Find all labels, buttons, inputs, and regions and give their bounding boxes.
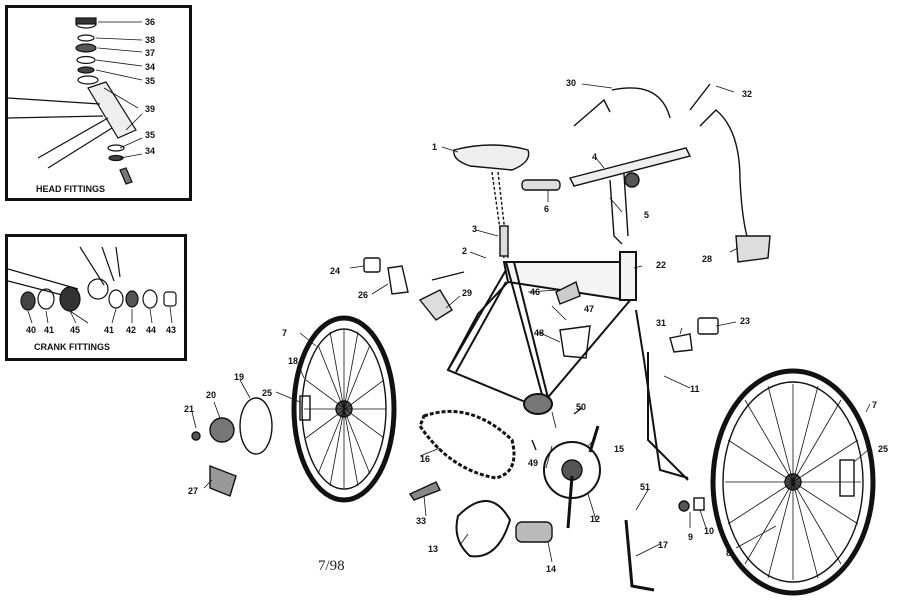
callout-bolt-51: 51 bbox=[640, 482, 650, 492]
head-fittings-title: HEAD FITTINGS bbox=[36, 184, 105, 194]
crank-fittings-inset: 40 41 45 41 42 44 43 CRANK FITTINGS bbox=[5, 234, 187, 361]
callout-nut: 9 bbox=[688, 532, 693, 542]
callout-spoke-protector: 19 bbox=[234, 372, 244, 382]
front-wheel bbox=[710, 368, 876, 596]
callout-hub: 8 bbox=[726, 548, 731, 558]
callout-crank-arm: 15 bbox=[614, 444, 624, 454]
head-callout: 39 bbox=[145, 104, 155, 114]
callout-bracket-31: 31 bbox=[656, 318, 666, 328]
head-callout: 36 bbox=[145, 17, 155, 27]
head-callout: 34 bbox=[145, 146, 155, 156]
head-callout: 34 bbox=[145, 62, 155, 72]
callout-shifter: 33 bbox=[416, 516, 426, 526]
callout-rear-brake-bracket: 26 bbox=[358, 290, 368, 300]
crank-callout: 45 bbox=[70, 325, 80, 335]
callout-rear-wheel: 7 bbox=[282, 328, 287, 338]
head-callout: 38 bbox=[145, 35, 155, 45]
seat bbox=[453, 144, 530, 171]
handlebar bbox=[568, 147, 692, 187]
callout-seat: 1 bbox=[432, 142, 437, 152]
chain bbox=[418, 409, 516, 480]
callout-grip: 6 bbox=[544, 204, 549, 214]
callout-stem: 5 bbox=[644, 210, 649, 220]
chainguard bbox=[455, 499, 512, 558]
callout-front-wheel: 7 bbox=[872, 400, 877, 410]
crank-callout: 41 bbox=[104, 325, 114, 335]
crank-callout: 44 bbox=[146, 325, 156, 335]
head-callout: 35 bbox=[145, 76, 155, 86]
pedal bbox=[515, 521, 553, 543]
callout-bottle-cage: 47 bbox=[584, 304, 594, 314]
head-fittings-drawing: 36 38 37 34 35 39 35 34 bbox=[7, 17, 155, 185]
callout-kickstand: 17 bbox=[658, 540, 668, 550]
callout-nut-21: 21 bbox=[184, 404, 194, 414]
callout-reflector-25-rear: 25 bbox=[262, 388, 272, 398]
crank-callout: 43 bbox=[166, 325, 176, 335]
callout-reflector-23: 23 bbox=[740, 316, 750, 326]
callout-frame: 22 bbox=[656, 260, 666, 270]
callout-bracket-48: 48 bbox=[534, 328, 544, 338]
callout-water-bottle: 46 bbox=[530, 287, 540, 297]
callout-seat-post: 3 bbox=[472, 224, 477, 234]
callout-rim: 18 bbox=[288, 356, 298, 366]
callout-front-brake: 28 bbox=[702, 254, 712, 264]
crank-callout: 40 bbox=[26, 325, 36, 335]
callout-brake-lever-30: 30 bbox=[566, 78, 576, 88]
frame bbox=[446, 251, 637, 415]
callout-chain: 16 bbox=[420, 454, 430, 464]
head-fittings-inset: 36 38 37 34 35 39 35 34 HEAD FITTINGS bbox=[5, 5, 192, 201]
callout-derailleur: 27 bbox=[188, 486, 198, 496]
callout-chainguard: 13 bbox=[428, 544, 438, 554]
callout-reflector-24: 24 bbox=[330, 266, 340, 276]
crank-callout: 41 bbox=[44, 325, 54, 335]
date-code: 7/98 bbox=[318, 558, 345, 574]
callout-brake-lever-32: 32 bbox=[742, 89, 752, 99]
callout-washer: 10 bbox=[704, 526, 714, 536]
kickstand bbox=[624, 519, 655, 592]
callout-clip-50: 50 bbox=[576, 402, 586, 412]
head-callout: 37 bbox=[145, 48, 155, 58]
crank-fittings-title: CRANK FITTINGS bbox=[34, 342, 110, 352]
callout-crank: 12 bbox=[590, 514, 600, 524]
callout-handlebar: 4 bbox=[592, 152, 597, 162]
rear-wheel bbox=[291, 315, 397, 503]
callout-pedal: 14 bbox=[546, 564, 556, 574]
fork bbox=[635, 309, 689, 481]
callout-freewheel: 20 bbox=[206, 390, 216, 400]
callout-brake-29: 29 bbox=[462, 288, 472, 298]
callout-clip-49: 49 bbox=[528, 458, 538, 468]
crank-fittings-drawing: 40 41 45 41 42 44 43 bbox=[7, 246, 177, 335]
head-callout: 35 bbox=[145, 130, 155, 140]
crank-callout: 42 bbox=[126, 325, 136, 335]
callout-fork: 11 bbox=[690, 384, 700, 394]
callout-seat-bolt: 2 bbox=[462, 246, 467, 256]
callout-reflector-25-front: 25 bbox=[878, 444, 888, 454]
